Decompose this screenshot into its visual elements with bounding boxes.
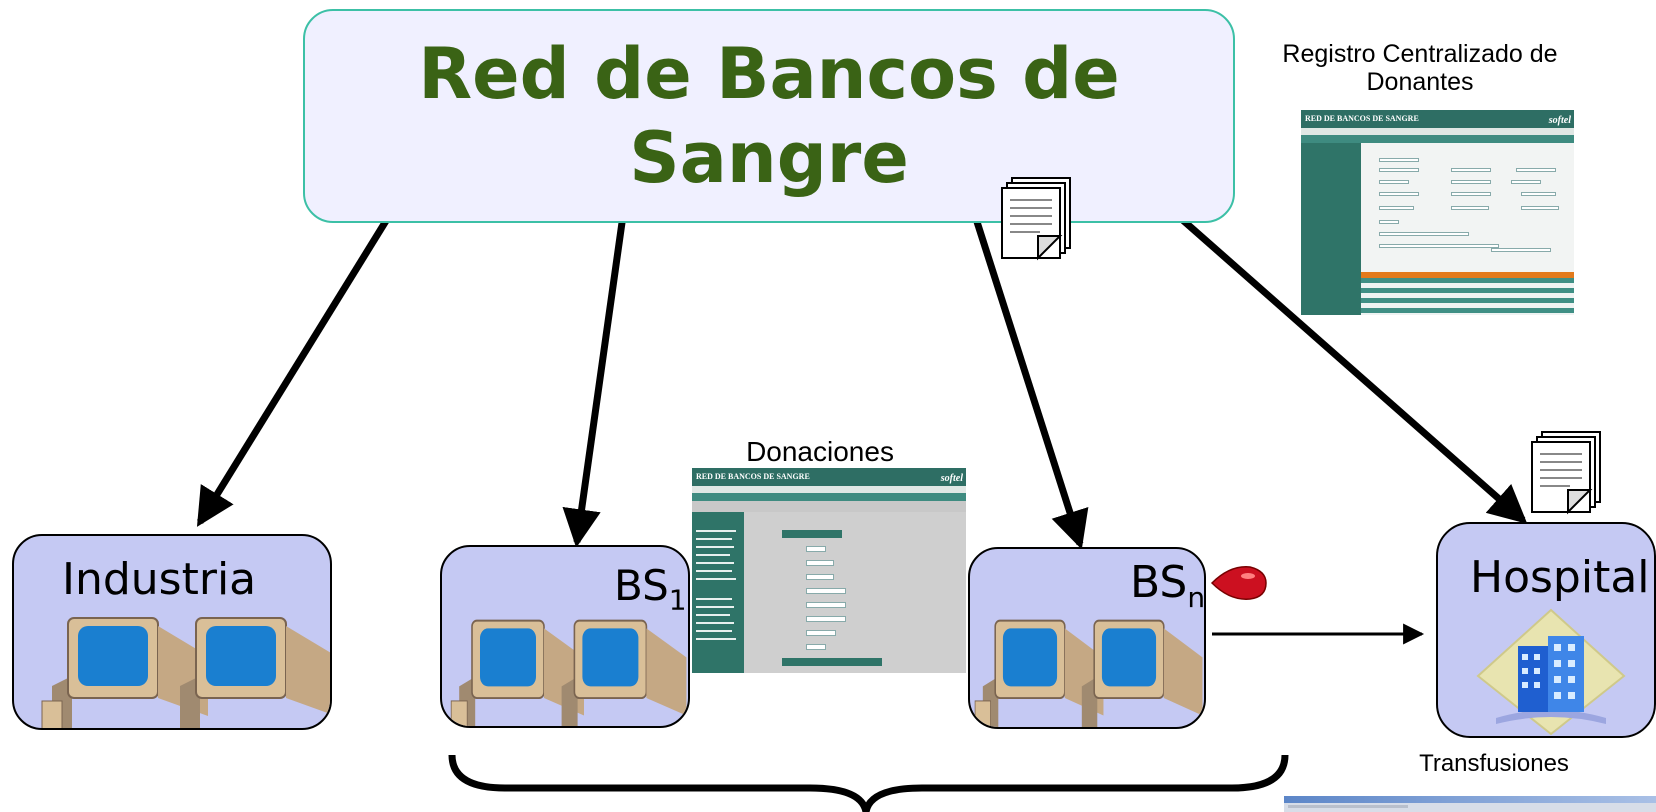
arrow-net-bs1 bbox=[562, 174, 643, 548]
brand-logo: softel bbox=[1548, 115, 1571, 126]
arrow-net-bsn bbox=[954, 172, 1089, 550]
caption-transfusiones: Transfusiones bbox=[1419, 750, 1569, 777]
document-stack-icon bbox=[1001, 177, 1071, 261]
computer-pair-icon bbox=[974, 619, 1203, 727]
computer-pair-icon bbox=[41, 617, 330, 728]
hospital-building-icon bbox=[1476, 608, 1626, 736]
transfusiones-screenshot bbox=[1284, 796, 1656, 812]
computer-pair-icon bbox=[450, 619, 687, 726]
app-header-text: RED DE BANCOS DE SANGRE bbox=[1305, 114, 1419, 123]
network-box: Red de Bancos de Sangre bbox=[303, 9, 1235, 223]
arrow-net-hospital bbox=[1130, 174, 1528, 524]
node-bs1-label: BS1 bbox=[614, 561, 687, 617]
node-bsn: BSn bbox=[968, 547, 1206, 729]
node-hospital-label: Hospital bbox=[1470, 552, 1650, 603]
node-bs1: BS1 bbox=[440, 545, 690, 728]
brace bbox=[448, 754, 1289, 812]
node-hospital: Hospital bbox=[1436, 522, 1656, 738]
registro-screenshot: RED DE BANCOS DE SANGRE softel bbox=[1301, 110, 1574, 315]
arrow-net-industria bbox=[196, 177, 414, 527]
blood-drop-icon bbox=[1210, 566, 1267, 600]
node-industria: Industria bbox=[12, 534, 332, 730]
node-industria-label: Industria bbox=[62, 554, 257, 605]
node-bsn-label: BSn bbox=[1130, 557, 1206, 614]
document-stack-icon bbox=[1531, 431, 1601, 515]
caption-registro: Registro Centralizado de Donantes bbox=[1282, 40, 1558, 96]
caption-donaciones: Donaciones bbox=[746, 436, 894, 467]
network-title: Red de Bancos de Sangre bbox=[418, 33, 1120, 199]
